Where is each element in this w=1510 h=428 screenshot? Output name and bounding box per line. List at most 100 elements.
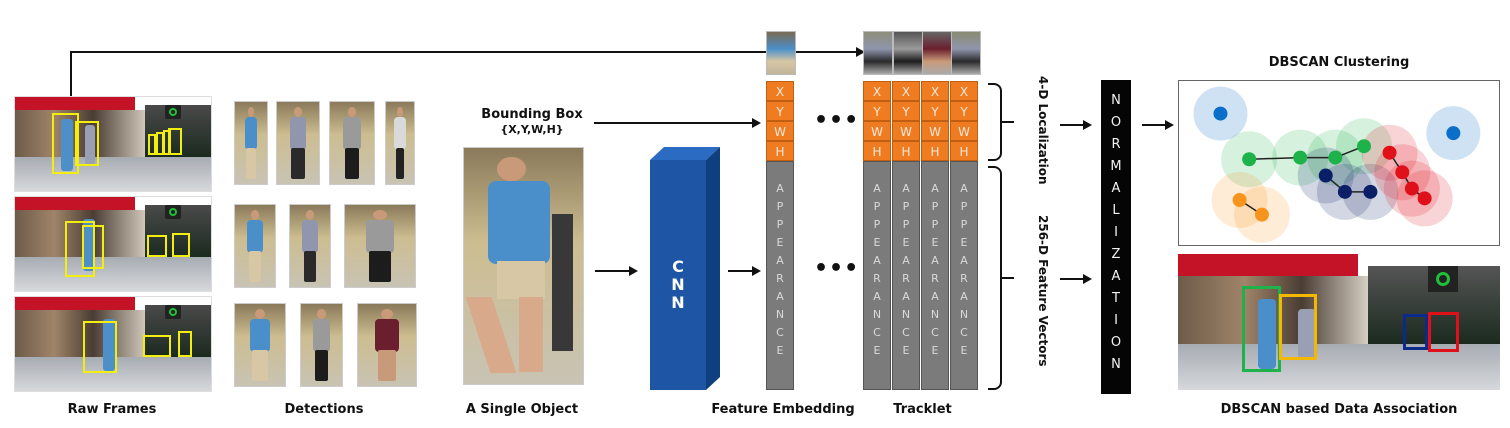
appearance-letter: A (931, 290, 939, 303)
appearance-letter: A (873, 254, 881, 267)
features-arrowhead (1083, 274, 1092, 284)
localization-label: 4-D Localization (1036, 76, 1050, 185)
normalization-letter: T (1112, 291, 1120, 306)
appearance-letter: P (873, 218, 881, 231)
clustering-panel (1178, 80, 1500, 246)
embedding-thumbnail (766, 31, 796, 75)
appearance-letter: E (776, 236, 784, 249)
norm-to-clustering-arrowhead (1165, 120, 1174, 130)
tracklet-thumbnail (951, 31, 981, 75)
normalization-letter: I (1114, 225, 1118, 240)
detection-crop (300, 303, 343, 387)
single-object-image (463, 147, 584, 385)
bbox-label: Bounding Box (481, 107, 583, 122)
appearance-letter: E (873, 344, 881, 357)
features-label: 256-D Feature Vectors (1036, 215, 1050, 367)
appearance-letter: N (959, 308, 969, 321)
appearance-letter: A (776, 182, 784, 195)
association-box (1279, 294, 1317, 360)
localization-cell-x: X (766, 81, 794, 101)
localization-cell-y: Y (950, 101, 978, 121)
appearance-letter: P (931, 200, 939, 213)
clustering-title: DBSCAN Clustering (1268, 55, 1410, 70)
normalization-letter: L (1112, 203, 1120, 218)
normalization-letter: N (1111, 357, 1121, 372)
detection-crop (357, 303, 417, 387)
appearance-letter: P (902, 218, 910, 231)
appearance-letter: R (776, 272, 784, 285)
appearance-letter: P (960, 218, 968, 231)
cluster-point-green (1242, 152, 1257, 167)
appearance-letter: A (931, 182, 939, 195)
cluster-point-orange (1232, 192, 1247, 207)
localization-cell-h: H (766, 141, 794, 161)
localization-cell-w: W (766, 121, 794, 141)
localization-cell-h: H (921, 141, 949, 161)
localization-arrowhead (1083, 120, 1092, 130)
appearance-letter: N (775, 308, 785, 321)
ellipsis-upper: ••• (814, 108, 860, 133)
feature-embedding-caption: Feature Embedding (711, 402, 855, 417)
normalization-letter: A (1111, 269, 1121, 284)
appearance-letter: A (902, 254, 910, 267)
appearance-letter: A (873, 182, 881, 195)
object-to-cnn-arrowhead (629, 266, 638, 276)
detection-crop (344, 204, 416, 288)
cluster-point-red (1382, 145, 1397, 160)
appearance-letter: P (776, 218, 784, 231)
raw-frame (14, 96, 212, 192)
normalization-letter: O (1110, 115, 1122, 130)
detection-box (178, 331, 192, 357)
association-caption: DBSCAN based Data Association (1220, 402, 1458, 417)
cluster-point-navy (1337, 184, 1352, 199)
appearance-letter: A (902, 182, 910, 195)
normalization-letter: R (1111, 137, 1121, 152)
detection-crop (276, 101, 320, 185)
cnn-to-embedding-arrow-line (728, 270, 754, 272)
appearance-letter: C (776, 326, 784, 339)
localization-cell-x: X (921, 81, 949, 101)
raw-frame (14, 196, 212, 292)
appearance-letter: A (902, 290, 910, 303)
appearance-letter: E (902, 344, 910, 357)
appearance-letter: C (960, 326, 968, 339)
top-connector-horizontal (70, 51, 857, 53)
detection-box (82, 225, 104, 269)
appearance-letter: C (873, 326, 881, 339)
appearance-letter: A (960, 290, 968, 303)
cluster-point-red (1395, 165, 1410, 180)
detection-box (65, 221, 95, 277)
appearance-letter: A (776, 254, 784, 267)
cluster-point-navy (1318, 168, 1333, 183)
detection-box (172, 233, 190, 257)
appearance-letter: C (902, 326, 910, 339)
appearance-letter: R (873, 272, 881, 285)
appearance-letter: E (931, 236, 939, 249)
appearance-letter: E (902, 236, 910, 249)
appearance-letter: A (776, 290, 784, 303)
localization-cell-h: H (950, 141, 978, 161)
detection-crop (234, 101, 268, 185)
tracklet-thumbnail (863, 31, 893, 75)
appearance-letter: P (960, 200, 968, 213)
bbox-arrow-line (594, 122, 754, 124)
appearance-letter: P (873, 200, 881, 213)
tracklet-caption: Tracklet (893, 402, 952, 417)
localization-cell-x: X (863, 81, 891, 101)
localization-cell-x: X (950, 81, 978, 101)
appearance-letter: A (931, 254, 939, 267)
localization-arrow-line (1060, 124, 1084, 126)
localization-cell-y: Y (892, 101, 920, 121)
clustering-plot (1193, 86, 1481, 243)
appearance-letter: P (902, 200, 910, 213)
normalization-letter: I (1114, 313, 1118, 328)
detection-crop (234, 303, 286, 387)
localization-brace-tip (1002, 121, 1014, 123)
detection-box (147, 235, 167, 257)
appearance-letter: R (960, 272, 968, 285)
